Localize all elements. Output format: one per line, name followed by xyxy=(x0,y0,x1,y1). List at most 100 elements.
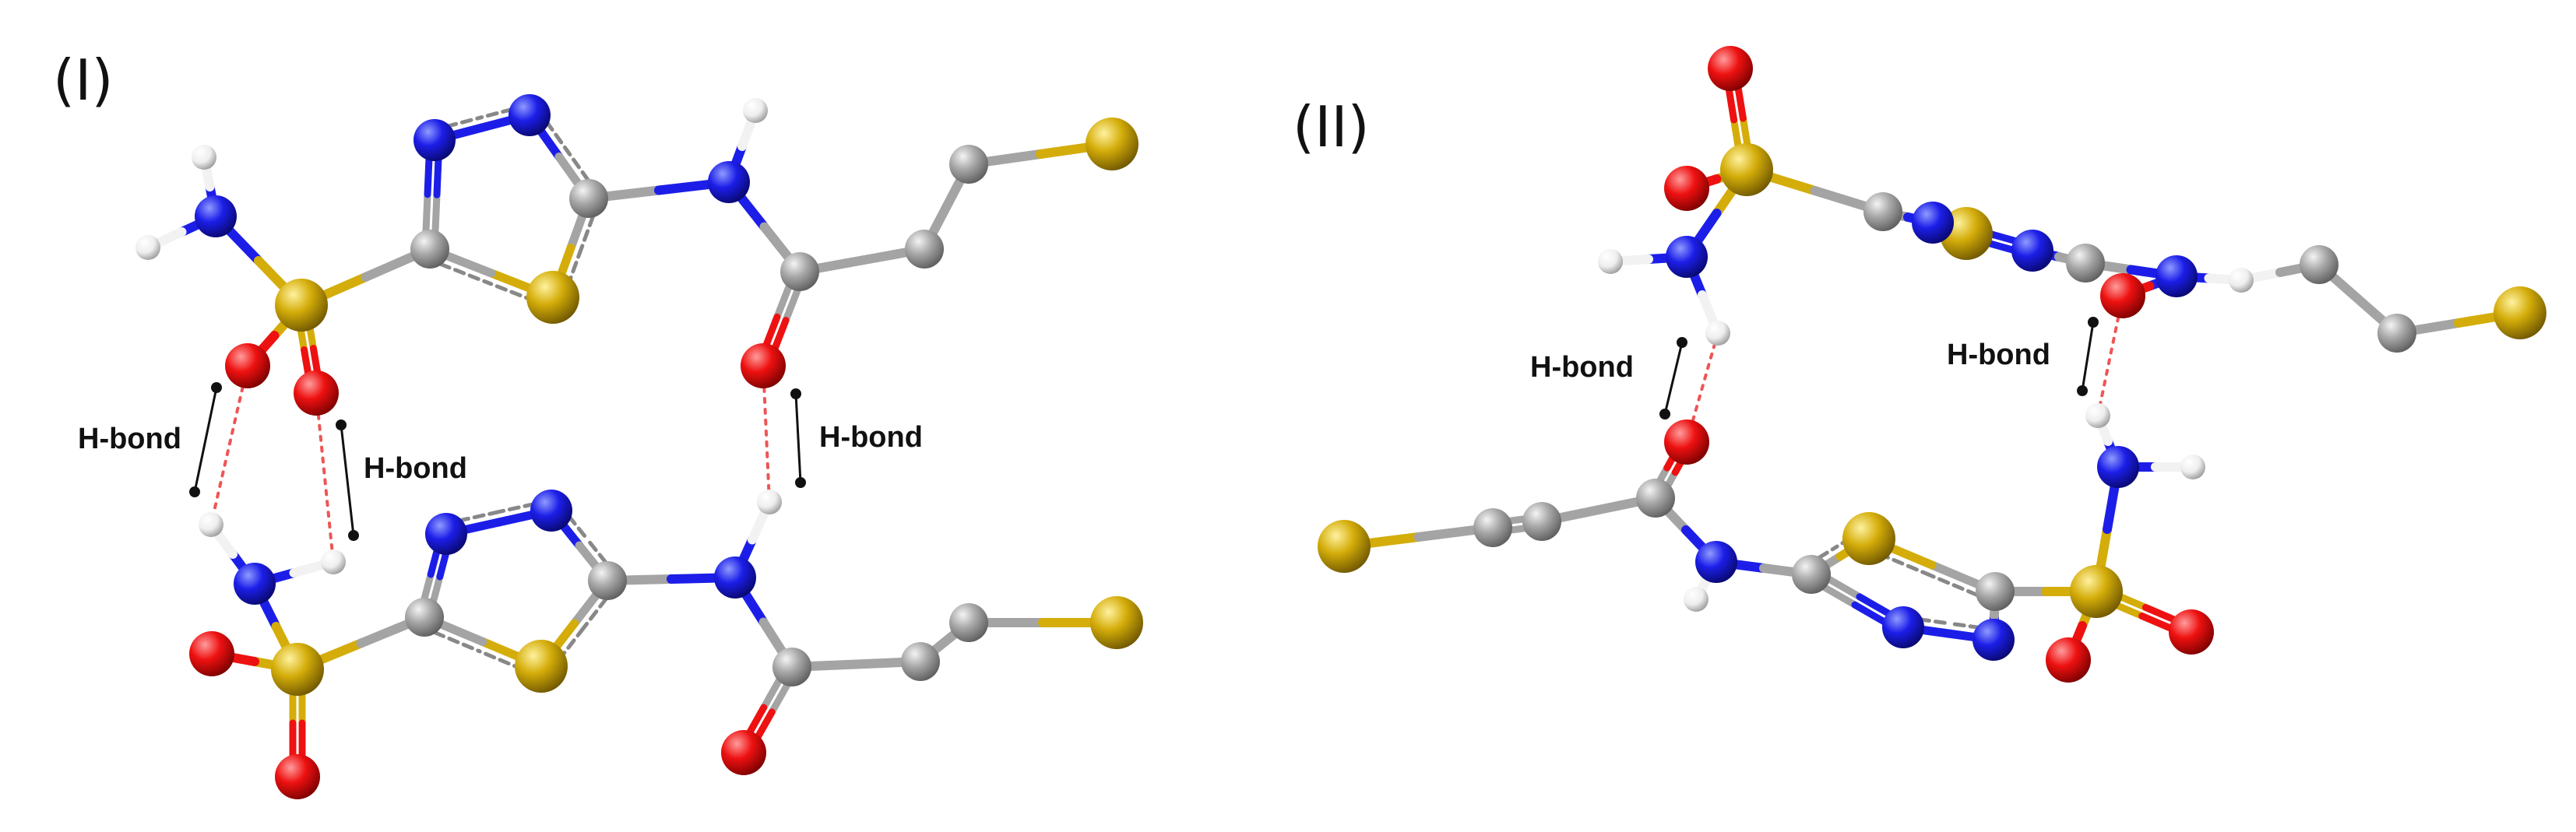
nitrogen-atom xyxy=(708,161,750,203)
panel-label-1: (I) xyxy=(53,47,113,113)
carbon-atom xyxy=(1863,192,1902,231)
hydrogen-atom xyxy=(743,98,768,123)
hbond-bracket-dot xyxy=(1677,337,1687,348)
hbond-bracket-line xyxy=(340,424,355,536)
hydrogen-atom xyxy=(199,512,223,537)
oxygen-atom xyxy=(2046,637,2091,683)
carbon-atom xyxy=(905,230,944,269)
nitrogen-atom xyxy=(1666,236,1708,278)
hbond-label-4: H-bond xyxy=(1530,351,1634,384)
bonds xyxy=(143,64,2525,781)
hydrogen-atom xyxy=(1705,321,1730,346)
hydrogen-atom xyxy=(2180,455,2205,479)
panel-label-2: (II) xyxy=(1293,94,1370,160)
carbon-atom xyxy=(2066,244,2105,283)
sulfur-atom xyxy=(1318,520,1371,573)
hbond-bracket-dot xyxy=(348,530,359,541)
bond-carbon-sulfur xyxy=(1926,572,1994,603)
oxygen-atom xyxy=(225,343,270,388)
nitrogen-atom xyxy=(195,195,237,237)
hydrogen-atom xyxy=(192,145,216,170)
hbond-bracket-dot xyxy=(211,382,222,393)
carbon-atom xyxy=(901,642,940,681)
hbond-bracket-line xyxy=(1663,342,1684,415)
hbond-label-2: H-bond xyxy=(364,452,467,485)
hbond-bracket-dot xyxy=(1659,409,1670,420)
sulfur-atom xyxy=(526,271,579,324)
oxygen-atom xyxy=(2100,273,2145,318)
nitrogen-atom xyxy=(1912,202,1954,244)
oxygen-atom xyxy=(294,370,339,416)
hbond-bracket-line xyxy=(794,393,802,483)
sulfur-atom xyxy=(275,279,328,332)
carbon-atom xyxy=(2300,245,2338,284)
oxygen-atom xyxy=(275,754,320,799)
carbon-atom xyxy=(949,603,988,642)
sulfur-atom xyxy=(1720,143,1773,196)
hbond-bracket-dot xyxy=(790,388,801,399)
carbon-atom xyxy=(2377,314,2416,353)
carbon-atom xyxy=(1792,555,1831,594)
hbond-brackets xyxy=(189,317,2099,541)
hbond-label-1: H-bond xyxy=(78,423,181,455)
nitrogen-atom xyxy=(1695,541,1737,583)
carbon-atom xyxy=(772,648,811,686)
hydrogen-atom xyxy=(2085,403,2110,428)
nitrogen-atom xyxy=(530,490,572,532)
hydrogen-atom xyxy=(757,490,782,514)
oxygen-atom xyxy=(1664,420,1709,465)
carbon-atom xyxy=(949,145,988,184)
sulfur-atom xyxy=(2070,565,2123,618)
oxygen-atom xyxy=(1664,166,1709,211)
hbond-bracket-dot xyxy=(2077,385,2088,396)
nitrogen-atom xyxy=(1972,619,2015,661)
nitrogen-atom xyxy=(413,119,456,161)
bond-carbon-sulfur xyxy=(1863,546,1930,577)
nitrogen-atom xyxy=(1882,606,1924,648)
hbond-dotted-line xyxy=(209,364,249,526)
hbond-bracket-dot xyxy=(2088,317,2099,328)
oxygen-atom xyxy=(721,730,766,775)
hydrogen-atom xyxy=(1598,249,1623,274)
hbond-bracket-line xyxy=(2081,321,2095,391)
carbon-atom xyxy=(569,179,608,218)
hbond-bracket-dot xyxy=(189,486,200,497)
nitrogen-atom xyxy=(509,94,551,136)
hydrogen-atom xyxy=(135,235,160,260)
carbon-atom xyxy=(588,561,627,600)
oxygen-atom xyxy=(189,631,234,676)
hbond-label-3: H-bond xyxy=(819,421,923,454)
nitrogen-atom xyxy=(2011,230,2053,272)
sulfur-atom xyxy=(515,640,568,693)
hbond-bracket-dot xyxy=(795,477,806,488)
oxygen-atom xyxy=(741,343,786,388)
hydrogen-atom xyxy=(2229,268,2254,293)
hbond-dotted-line xyxy=(315,391,335,563)
sulfur-atom xyxy=(271,643,324,696)
nitrogen-atom xyxy=(2097,446,2139,488)
oxygen-atom xyxy=(2169,609,2214,655)
carbon-atom xyxy=(1636,479,1675,518)
atoms xyxy=(135,46,2546,799)
nitrogen-atom xyxy=(2155,255,2198,297)
hbond-bracket-dot xyxy=(336,420,347,430)
hbond-dotted-line xyxy=(762,364,771,504)
carbon-atom xyxy=(780,252,819,291)
carbon-atom xyxy=(1976,572,2015,611)
carbon-atom xyxy=(405,598,444,637)
carbon-atom xyxy=(1522,502,1561,541)
carbon-atom xyxy=(410,230,449,269)
sulfur-atom xyxy=(1842,512,1895,565)
hydrogen-atom xyxy=(321,549,346,574)
nitrogen-atom xyxy=(425,513,467,555)
oxygen-atom xyxy=(1708,46,1753,91)
hbond-label-5: H-bond xyxy=(1947,339,2050,371)
sulfur-atom xyxy=(1086,118,1138,170)
hbond-dotted-line xyxy=(1685,332,1719,444)
sulfur-atom xyxy=(2493,286,2546,339)
nitrogen-atom xyxy=(234,563,276,605)
hydrogen-atom xyxy=(1684,587,1709,612)
nitrogen-atom xyxy=(714,556,756,599)
carbon-atom xyxy=(1473,508,1512,547)
